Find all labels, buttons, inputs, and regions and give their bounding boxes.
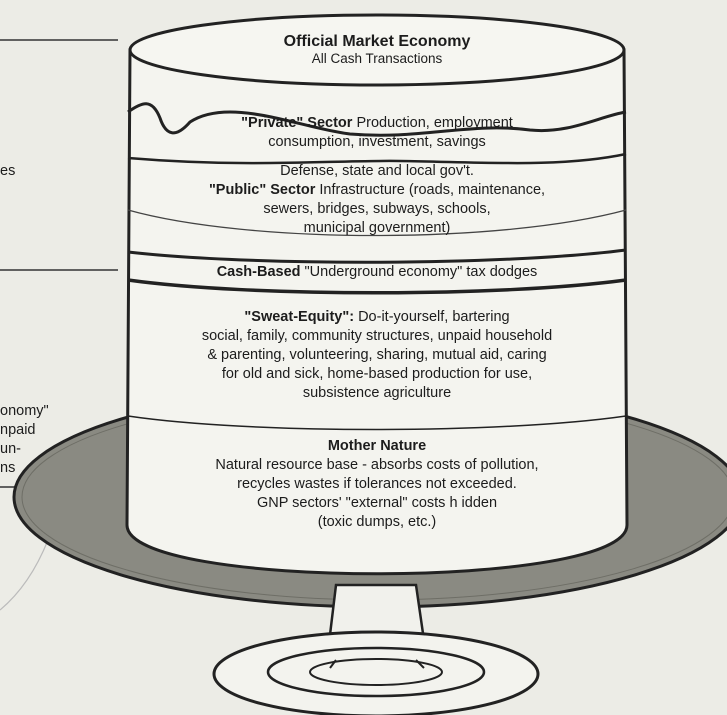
- divider-public-inner: [127, 209, 627, 237]
- public-sector-line2: Infrastructure (roads, maintenance,: [319, 182, 546, 198]
- stand-base-inner: [309, 658, 443, 686]
- public-sector-label: Defense, state and local gov't. "Public"…: [150, 162, 604, 238]
- sweat-equity-line4: for old and sick, home-based production …: [221, 366, 533, 382]
- divider-official: [127, 102, 627, 137]
- public-sector-line4: municipal government): [303, 220, 451, 236]
- public-sector-line3: sewers, bridges, subways, schools,: [263, 201, 491, 217]
- left-decor-curve: [0, 539, 49, 611]
- mother-nature-title: Mother Nature: [327, 438, 427, 454]
- public-sector-title: "Public" Sector: [208, 182, 316, 198]
- private-sector-label: "Private" Sector Production, employment …: [170, 114, 584, 152]
- divider-public: [127, 248, 627, 264]
- stand-base-outer: [212, 630, 540, 715]
- left-fragment-5: ns: [0, 460, 16, 476]
- stand-base-middle: [266, 646, 486, 698]
- sweat-equity-line3: & parenting, volunteering, sharing, mutu…: [207, 347, 547, 363]
- sweat-equity-line1: Do-it-yourself, bartering: [358, 309, 510, 325]
- cake-top: [128, 13, 626, 87]
- mother-nature-line2: recycles wastes if tolerances not exceed…: [237, 476, 517, 492]
- underground-rest: "Underground economy" tax dodges: [304, 264, 538, 280]
- sweat-equity-line2: social, family, community structures, un…: [201, 328, 553, 344]
- divider-sweat: [127, 415, 627, 431]
- official-economy-subtitle: All Cash Transactions: [311, 51, 443, 66]
- left-fragment-3: npaid: [0, 422, 36, 438]
- sweat-equity-line5: subsistence agriculture: [302, 385, 452, 401]
- mother-nature-line1: Natural resource base - absorbs costs of…: [215, 457, 539, 473]
- left-fragment-2: onomy": [0, 403, 49, 419]
- public-sector-line1: Defense, state and local gov't.: [280, 163, 474, 179]
- divider-private: [127, 152, 627, 165]
- private-sector-title: "Private" Sector: [241, 115, 353, 131]
- left-fragment-1: es: [0, 163, 16, 179]
- left-fragment-4: un-: [0, 441, 21, 457]
- cake-body: [125, 48, 629, 576]
- mother-nature-line4: (toxic dumps, etc.): [317, 514, 437, 530]
- underground-economy-label: Cash-Based "Underground economy" tax dod…: [150, 263, 604, 282]
- mother-nature-line3: GNP sectors' "external" costs h idden: [256, 495, 498, 511]
- mother-nature-label: Mother Nature Natural resource base - ab…: [136, 437, 618, 532]
- sweat-equity-title: "Sweat-Equity":: [244, 309, 355, 325]
- private-sector-line1: Production, employment: [356, 115, 513, 131]
- underground-title: Cash-Based: [216, 264, 301, 280]
- official-economy-title: Official Market Economy: [283, 33, 471, 50]
- private-sector-line2: consumption, investment, savings: [268, 134, 486, 150]
- sweat-equity-label: "Sweat-Equity": Do-it-yourself, barterin…: [136, 308, 618, 403]
- official-economy-label: Official Market Economy All Cash Transac…: [190, 32, 564, 67]
- divider-underground: [127, 278, 627, 295]
